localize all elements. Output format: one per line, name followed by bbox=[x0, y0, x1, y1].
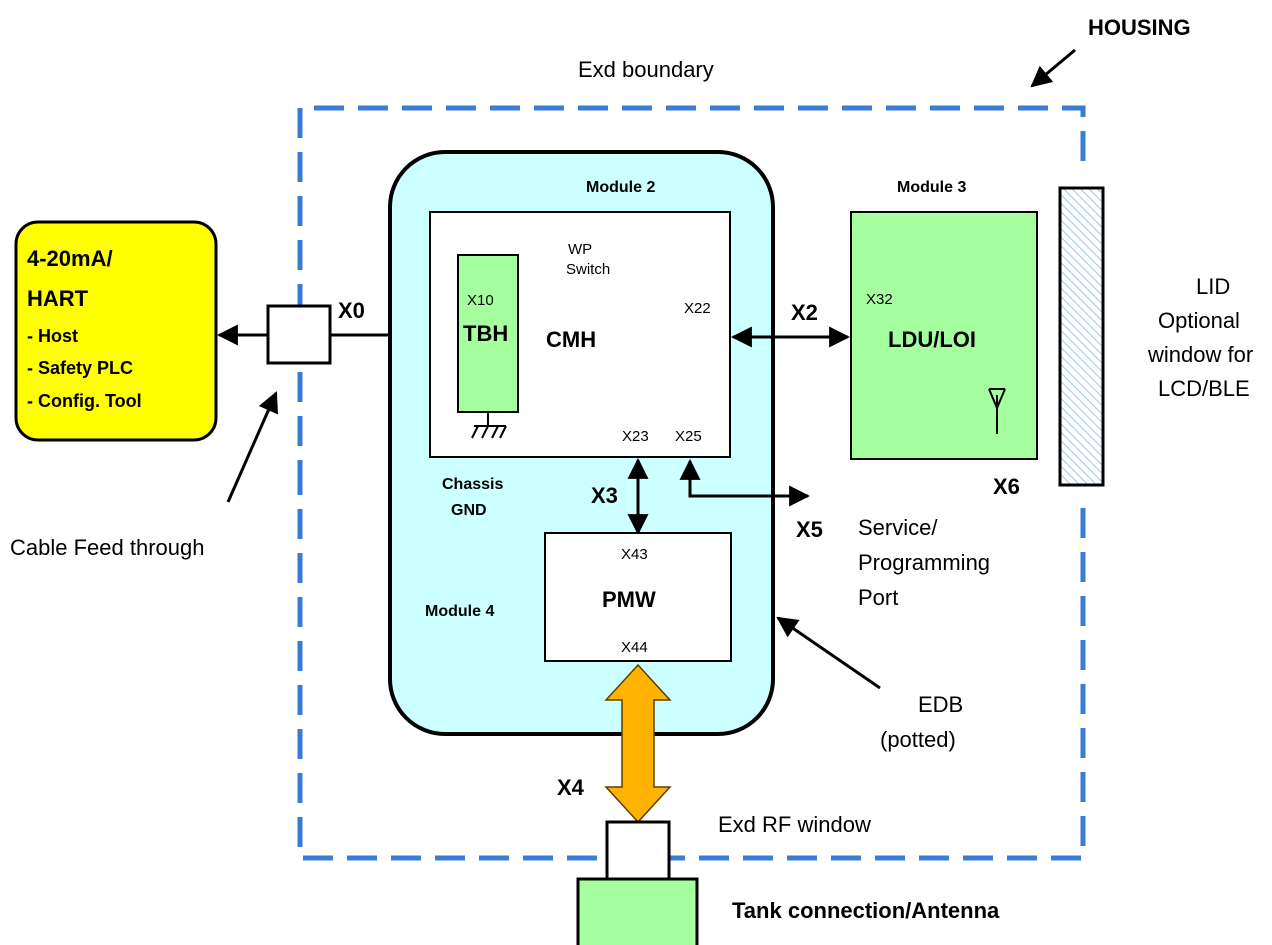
x32-label: X32 bbox=[866, 291, 893, 308]
x4-rf-arrow bbox=[604, 663, 672, 824]
x6-label: X6 bbox=[993, 474, 1020, 499]
tank-connection-label: Tank connection/Antenna bbox=[732, 898, 1000, 923]
cmh-label: CMH bbox=[546, 327, 596, 352]
wp-switch-label-line1: WP bbox=[568, 241, 592, 258]
antenna-icon bbox=[988, 388, 1006, 434]
lid-window bbox=[1058, 186, 1105, 487]
x5-arrow bbox=[679, 458, 811, 507]
service-port-label-line3: Port bbox=[858, 585, 898, 610]
x44-label: X44 bbox=[621, 639, 648, 656]
cable-feed-arrow bbox=[226, 391, 278, 503]
cable-feed-box bbox=[266, 304, 332, 365]
housing-label: HOUSING bbox=[1088, 15, 1191, 40]
exd-boundary-frame bbox=[297, 105, 1086, 861]
x4-label: X4 bbox=[557, 775, 585, 800]
edb-label-line1: EDB bbox=[918, 692, 963, 717]
host-box bbox=[14, 220, 218, 442]
chassis-gnd-label-line1: Chassis bbox=[442, 476, 503, 493]
module2-label: Module 2 bbox=[586, 179, 655, 196]
edb-label-line2: (potted) bbox=[880, 727, 956, 752]
lid-label-line2: Optional bbox=[1158, 308, 1240, 333]
module4-label: Module 4 bbox=[425, 603, 494, 620]
chassis-gnd-label-line2: GND bbox=[451, 502, 487, 519]
x2-label: X2 bbox=[791, 300, 818, 325]
x23-label: X23 bbox=[622, 428, 649, 445]
x22-label: X22 bbox=[684, 300, 711, 317]
service-port-label-line2: Programming bbox=[858, 550, 990, 575]
x5-label: X5 bbox=[796, 517, 823, 542]
host-item: - Config. Tool bbox=[27, 391, 142, 411]
ldu-loi-block bbox=[850, 211, 1038, 460]
ldu-loi-label: LDU/LOI bbox=[888, 327, 976, 352]
edb-arrow bbox=[776, 616, 881, 690]
lid-label-line4: LCD/BLE bbox=[1158, 376, 1250, 401]
x43-label: X43 bbox=[621, 546, 648, 563]
exd-rf-window-label: Exd RF window bbox=[718, 812, 871, 837]
pmw-label: PMW bbox=[602, 587, 656, 612]
module3-label: Module 3 bbox=[897, 179, 966, 196]
x3-label: X3 bbox=[591, 483, 618, 508]
host-item: - Safety PLC bbox=[27, 358, 133, 378]
host-title-line2: HART bbox=[27, 286, 89, 311]
rf-window-box bbox=[605, 820, 671, 881]
housing-arrow bbox=[1030, 48, 1076, 88]
x10-label: X10 bbox=[467, 292, 494, 309]
tbh-label: TBH bbox=[463, 321, 508, 346]
x25-label: X25 bbox=[675, 428, 702, 445]
host-title-line1: 4-20mA/ bbox=[27, 246, 113, 271]
lid-label-line1: LID bbox=[1196, 274, 1230, 299]
chassis-ground-icon bbox=[471, 412, 507, 439]
exd-boundary-label: Exd boundary bbox=[578, 57, 714, 82]
tank-connection-block bbox=[576, 877, 699, 945]
x0-label: X0 bbox=[338, 298, 365, 323]
host-item: - Host bbox=[27, 326, 78, 346]
wp-switch-label-line2: Switch bbox=[566, 261, 610, 278]
cable-feed-label: Cable Feed through bbox=[10, 535, 204, 560]
lid-label-line3: window for bbox=[1147, 342, 1253, 367]
pmw-box bbox=[544, 532, 732, 662]
service-port-label-line1: Service/ bbox=[858, 515, 938, 540]
